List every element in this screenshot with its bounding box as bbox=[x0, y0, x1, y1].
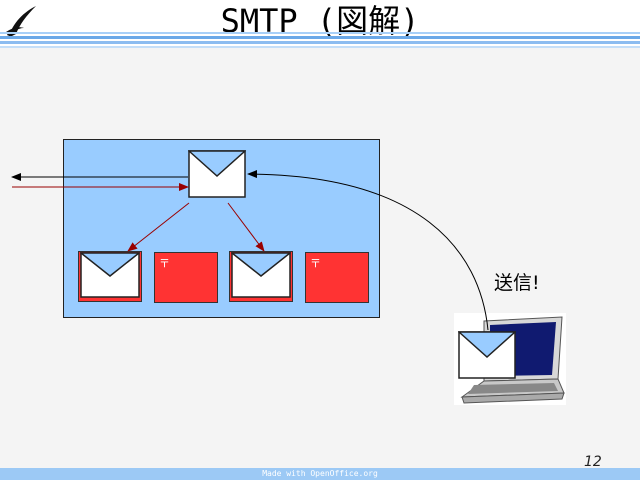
send-arrow bbox=[247, 170, 489, 331]
envelope-icon bbox=[188, 150, 246, 198]
header-rule-2 bbox=[0, 36, 640, 39]
header-rule-3 bbox=[0, 41, 640, 44]
deliver-arrow-1 bbox=[127, 202, 190, 252]
mailbox-red-2: 〒 bbox=[154, 252, 218, 303]
openoffice-gull-icon bbox=[6, 6, 36, 38]
mailbox-red-4: 〒 bbox=[305, 252, 369, 303]
send-label: 送信! bbox=[494, 272, 540, 294]
page-number: 12 bbox=[584, 454, 602, 470]
postal-mark: 〒 bbox=[159, 257, 170, 270]
postal-mark: 〒 bbox=[310, 257, 321, 270]
deliver-arrow-2 bbox=[227, 202, 265, 252]
envelope-icon bbox=[231, 252, 291, 298]
header-rule-4 bbox=[0, 46, 640, 48]
header-rule-1 bbox=[0, 32, 640, 34]
slide-header: SMTP (図解) bbox=[0, 0, 640, 48]
envelope-icon bbox=[80, 252, 140, 298]
envelope-icon bbox=[458, 331, 516, 379]
footer-bar: Made with OpenOffice.org bbox=[0, 468, 640, 480]
